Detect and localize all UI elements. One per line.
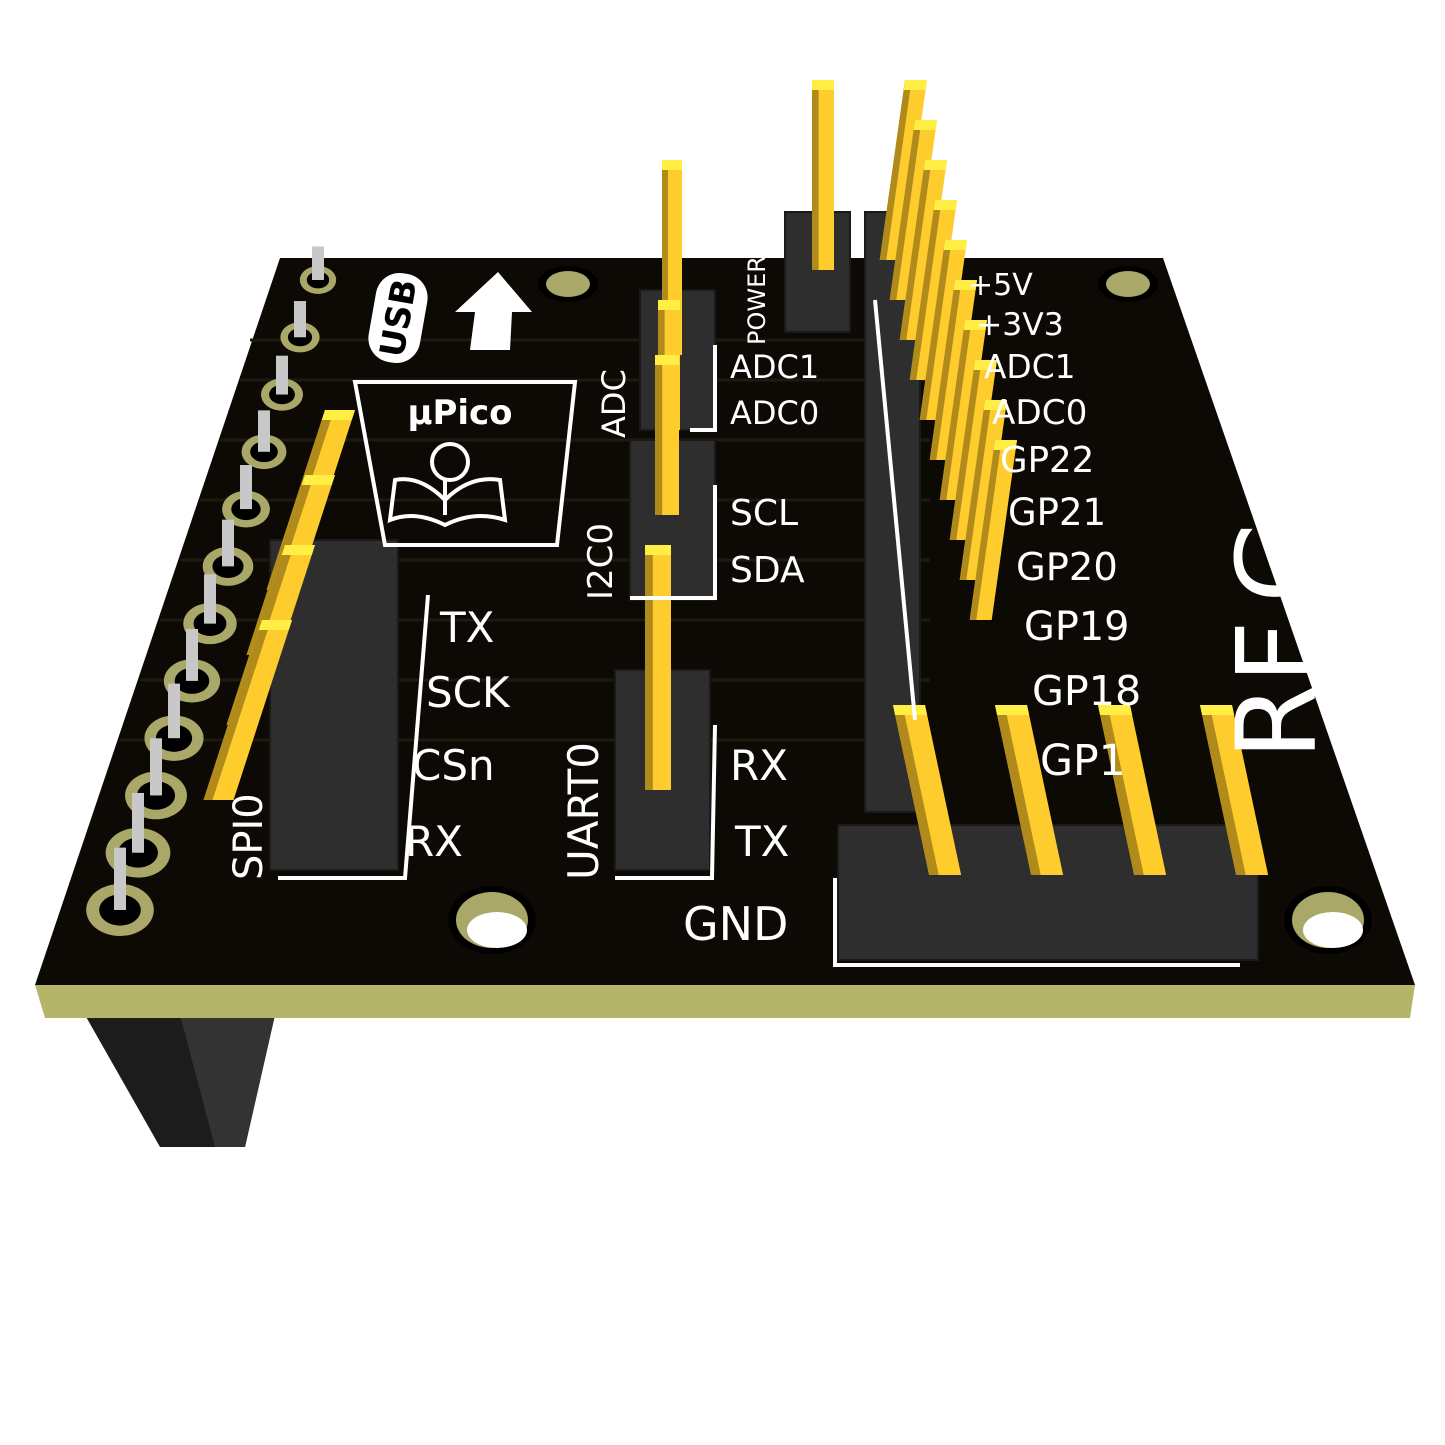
logo-box xyxy=(352,380,578,547)
i2c-scl-label: SCL xyxy=(730,493,798,534)
i2c-sda-label: SDA xyxy=(730,550,805,591)
power-title: POWER xyxy=(743,256,771,345)
uart-tx-label: TX xyxy=(734,817,789,866)
header-pin xyxy=(812,80,834,270)
adc-title: ADC xyxy=(595,369,633,438)
edge-pin xyxy=(312,246,324,280)
header-pin xyxy=(645,545,671,790)
logo-text: μPico xyxy=(407,393,512,433)
pcb-edge xyxy=(35,985,1415,1018)
edge-pin xyxy=(222,519,234,567)
edge-pad-hole xyxy=(174,667,210,694)
brand-text: RF.Guru xyxy=(1213,333,1341,760)
adc0-label: ADC0 xyxy=(730,394,819,432)
spi-sck-label: SCK xyxy=(426,668,511,717)
right-pin-label: +5V xyxy=(968,268,1033,303)
edge-pin xyxy=(168,683,180,739)
right-pin-label: GP18 xyxy=(1032,667,1141,715)
right-pin-label: ADC1 xyxy=(984,348,1075,386)
uart-title: UART0 xyxy=(559,742,608,880)
right-pin-label: GP21 xyxy=(1008,491,1106,534)
edge-pin xyxy=(294,301,306,338)
edge-pin xyxy=(186,628,198,681)
silk-outlines xyxy=(278,299,1240,967)
gnd-label: GND xyxy=(683,897,788,951)
uart-rx-label: RX xyxy=(730,741,788,790)
edge-pin xyxy=(240,465,252,510)
edge-pad-hole xyxy=(287,328,313,347)
spi-rx-label: RX xyxy=(405,817,463,866)
bottom-connector-side xyxy=(180,1015,275,1147)
edge-pin xyxy=(114,847,126,910)
right-pin-label: GP22 xyxy=(1000,440,1094,481)
right-pin-label: +3V3 xyxy=(976,307,1064,343)
usb-badge: USB xyxy=(368,272,428,364)
book-lightbulb-icon xyxy=(387,442,508,528)
edge-pad-hole xyxy=(136,781,176,810)
header-pin xyxy=(1098,705,1167,875)
edge-pin xyxy=(276,355,288,395)
edge-pin xyxy=(150,738,162,796)
edge-pad-hole xyxy=(269,384,295,405)
spi-title: SPI0 xyxy=(226,793,272,880)
header-pin xyxy=(893,705,962,875)
right-pin-label: GP1 xyxy=(1040,736,1126,786)
mounting-holes xyxy=(448,266,1372,954)
header-pin xyxy=(655,355,679,515)
right-pin-label: GP19 xyxy=(1024,604,1129,650)
header-pin xyxy=(995,705,1064,875)
edge-pin xyxy=(258,410,270,452)
spi-csn-label: CSn xyxy=(412,741,495,790)
right-pin-label: GP20 xyxy=(1016,545,1118,590)
edge-pin xyxy=(204,574,216,624)
right-pin-label: ADC0 xyxy=(992,393,1087,433)
edge-pad-hole xyxy=(118,837,158,868)
spi-tx-label: TX xyxy=(439,603,494,652)
i2c-title: I2C0 xyxy=(581,523,621,600)
edge-pin xyxy=(132,792,144,853)
usb-arrow-icon xyxy=(455,272,532,350)
header-pin xyxy=(969,440,1017,620)
adc1-label: ADC1 xyxy=(730,348,819,386)
header-pin xyxy=(1200,705,1269,875)
pin-headers xyxy=(203,80,1269,961)
header-pin xyxy=(203,620,292,800)
edge-pins xyxy=(86,246,337,936)
